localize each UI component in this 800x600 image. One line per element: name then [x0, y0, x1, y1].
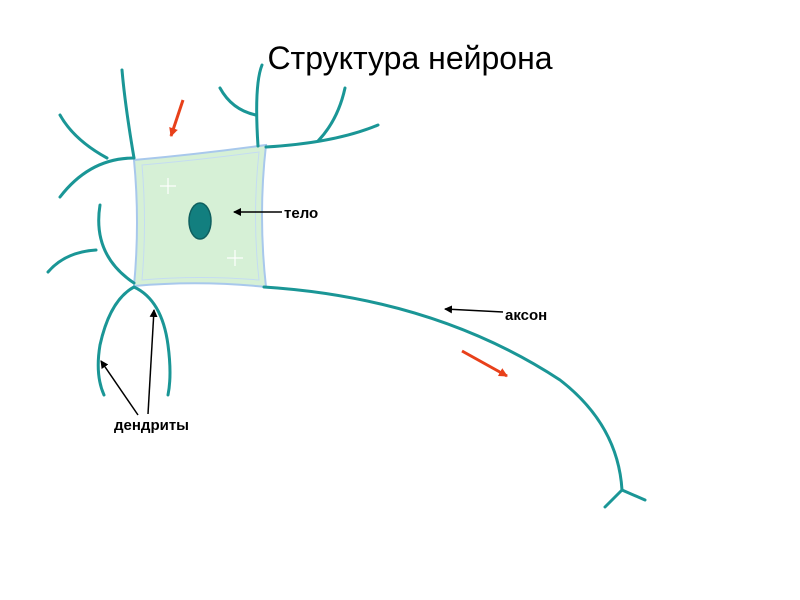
axon-terminal-right	[620, 488, 647, 502]
neuron-branches	[46, 63, 647, 509]
body-label: тело	[284, 205, 318, 222]
slide-title: Структура нейрона	[267, 40, 553, 76]
dendrite-lower-left	[96, 285, 136, 397]
signal-arrow-in	[169, 99, 185, 137]
axon-label-arrow	[444, 305, 504, 314]
signal-arrow-out	[461, 349, 508, 378]
dendrite-left-branch	[46, 248, 98, 274]
nucleus	[188, 202, 212, 240]
dendrite-top-left	[58, 156, 136, 199]
axon-label: аксон	[505, 307, 547, 324]
dendrite-top-right	[255, 63, 264, 148]
dendrite-top-left-branch	[58, 113, 109, 160]
sparkle-marks	[160, 178, 243, 266]
dendrite-lower-right	[132, 285, 172, 397]
dendrite-left	[97, 203, 136, 285]
axon-terminal-left	[603, 488, 624, 509]
dendrite-right-branch	[316, 86, 347, 143]
dendrites-label: дендриты	[114, 417, 189, 434]
dendrite-label-arrow-left	[100, 360, 139, 416]
cell-body-inner-edge	[141, 151, 260, 281]
dendrite-label-arrow-right	[147, 309, 158, 415]
dendrite-top-up	[120, 68, 136, 160]
axon	[262, 285, 624, 492]
dendrite-right	[264, 123, 380, 149]
dendrite-top-right-branch	[218, 86, 258, 117]
